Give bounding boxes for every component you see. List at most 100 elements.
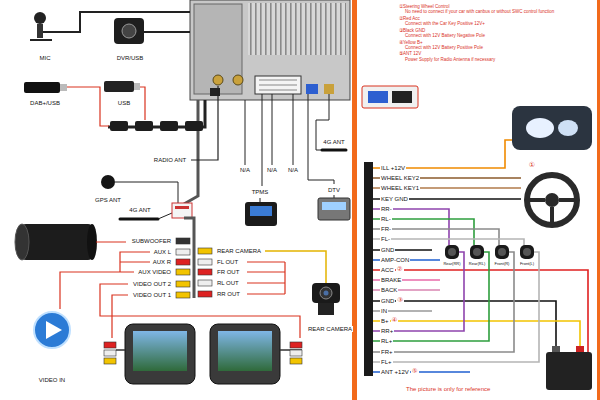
antenna-stick xyxy=(120,218,158,221)
wire xyxy=(373,219,474,245)
wire-label: WHEEL KEY1 xyxy=(380,185,420,192)
wire-label: GND xyxy=(380,247,395,254)
connector-part xyxy=(368,91,388,103)
note-text: Connect with 12V Battery Negative Pole xyxy=(404,33,556,38)
wire-label: BRAKE xyxy=(380,277,402,284)
wire xyxy=(373,252,464,331)
dab-plug xyxy=(60,84,67,91)
callout-number: ④ xyxy=(391,317,399,324)
device-label: MIC xyxy=(39,55,52,62)
device-label: DTV xyxy=(327,187,341,194)
port-label: N/A xyxy=(266,167,278,174)
connector-part xyxy=(392,91,412,103)
wire-label: B+ xyxy=(380,318,390,325)
usb-stick-plug xyxy=(134,83,140,90)
port-label: FR OUT xyxy=(216,269,240,276)
mic-clip xyxy=(30,39,52,41)
harness-plug xyxy=(172,203,192,218)
wire-label: ACC xyxy=(380,267,395,274)
rca-plug xyxy=(176,249,190,255)
speaker-label: Rear(RL) xyxy=(468,262,486,267)
steering-hub xyxy=(545,193,559,207)
usb-stick xyxy=(104,81,134,92)
port-label: FL OUT xyxy=(216,259,239,266)
rca-plug xyxy=(176,281,190,287)
harness-plug xyxy=(364,162,373,376)
dtv-box xyxy=(318,198,350,220)
antenna-jack xyxy=(213,75,223,85)
speaker-icon xyxy=(520,245,534,259)
wire-label: WHEEL KEY2 xyxy=(380,175,420,182)
speaker-label: Front(R) xyxy=(494,262,511,267)
note-text: Connect with 12V Battery Positive Pole xyxy=(404,45,556,50)
rca-plug xyxy=(290,350,302,356)
rca-plug xyxy=(198,291,212,297)
callout-number: ② xyxy=(396,266,404,273)
harness-latch xyxy=(175,206,189,209)
gps-socket xyxy=(306,84,318,94)
dvr-cable xyxy=(144,31,190,33)
headrest-monitor xyxy=(210,324,280,384)
rca-plug xyxy=(290,358,302,364)
wire-label: FL+ xyxy=(380,359,393,366)
side-plate xyxy=(194,4,242,94)
leader-line xyxy=(67,87,145,126)
harness-bundle xyxy=(184,100,198,204)
tpms-box xyxy=(245,202,277,226)
rca-plug xyxy=(176,269,190,275)
play-symbol xyxy=(46,321,62,339)
speaker-cone xyxy=(473,248,481,256)
speaker-icon xyxy=(470,245,484,259)
port-label: VIDEO OUT 2 xyxy=(132,281,172,288)
camera-mount xyxy=(318,303,334,315)
wire-label: BACK xyxy=(380,287,398,294)
wire-label: FL- xyxy=(380,236,391,243)
usb-plug xyxy=(160,121,178,131)
wire xyxy=(373,239,524,245)
rca-plug xyxy=(176,259,190,265)
harness-socket xyxy=(255,76,301,94)
camera-glass xyxy=(324,291,329,296)
rca-plug xyxy=(176,292,190,298)
port-label: REAR CAMERA xyxy=(216,248,262,255)
wire-label: FR+ xyxy=(380,349,394,356)
connector-picture xyxy=(362,86,418,108)
wire-label: ANT +12V xyxy=(380,369,410,376)
tpms-lead xyxy=(260,94,262,202)
tpms-display xyxy=(250,206,272,216)
headlight-picture xyxy=(512,106,592,150)
speaker-icon xyxy=(495,245,509,259)
device-label: 4G ANT xyxy=(128,207,151,214)
port-label: RL OUT xyxy=(216,280,240,287)
callout-number: ① xyxy=(528,161,536,169)
wire-label: AMP-CON xyxy=(380,257,410,264)
camera-body xyxy=(312,283,340,303)
battery xyxy=(546,352,592,390)
device-label: DVR/USB xyxy=(116,55,145,62)
dvr-lens xyxy=(122,24,136,38)
usb-plug xyxy=(135,121,153,131)
footnote: The picture is only for reference xyxy=(405,386,491,393)
antenna-jack xyxy=(233,75,243,85)
rca-plug xyxy=(198,269,212,275)
port-label: RADIO ANT xyxy=(153,157,187,164)
callout-number: ⑤ xyxy=(411,368,419,375)
wire xyxy=(373,270,588,352)
wire-label: RR- xyxy=(380,206,393,213)
callout-number: ③ xyxy=(396,297,404,304)
device-label: GPS ANT xyxy=(94,197,122,204)
monitor-screen xyxy=(218,331,272,371)
port-label: AUX VIDEO xyxy=(137,269,172,276)
wire xyxy=(373,252,539,362)
wire-label: GND xyxy=(380,298,395,305)
panel-border xyxy=(597,0,600,400)
rca-plug xyxy=(104,342,116,348)
port-label: VIDEO OUT 1 xyxy=(132,292,172,299)
port-label: N/A xyxy=(239,167,251,174)
rca-plug xyxy=(104,358,116,364)
antenna-socket xyxy=(324,84,334,94)
headlight-lamp xyxy=(558,120,578,136)
wire-label: RL- xyxy=(380,216,392,223)
port-label: SUBWOOFER xyxy=(131,238,172,245)
